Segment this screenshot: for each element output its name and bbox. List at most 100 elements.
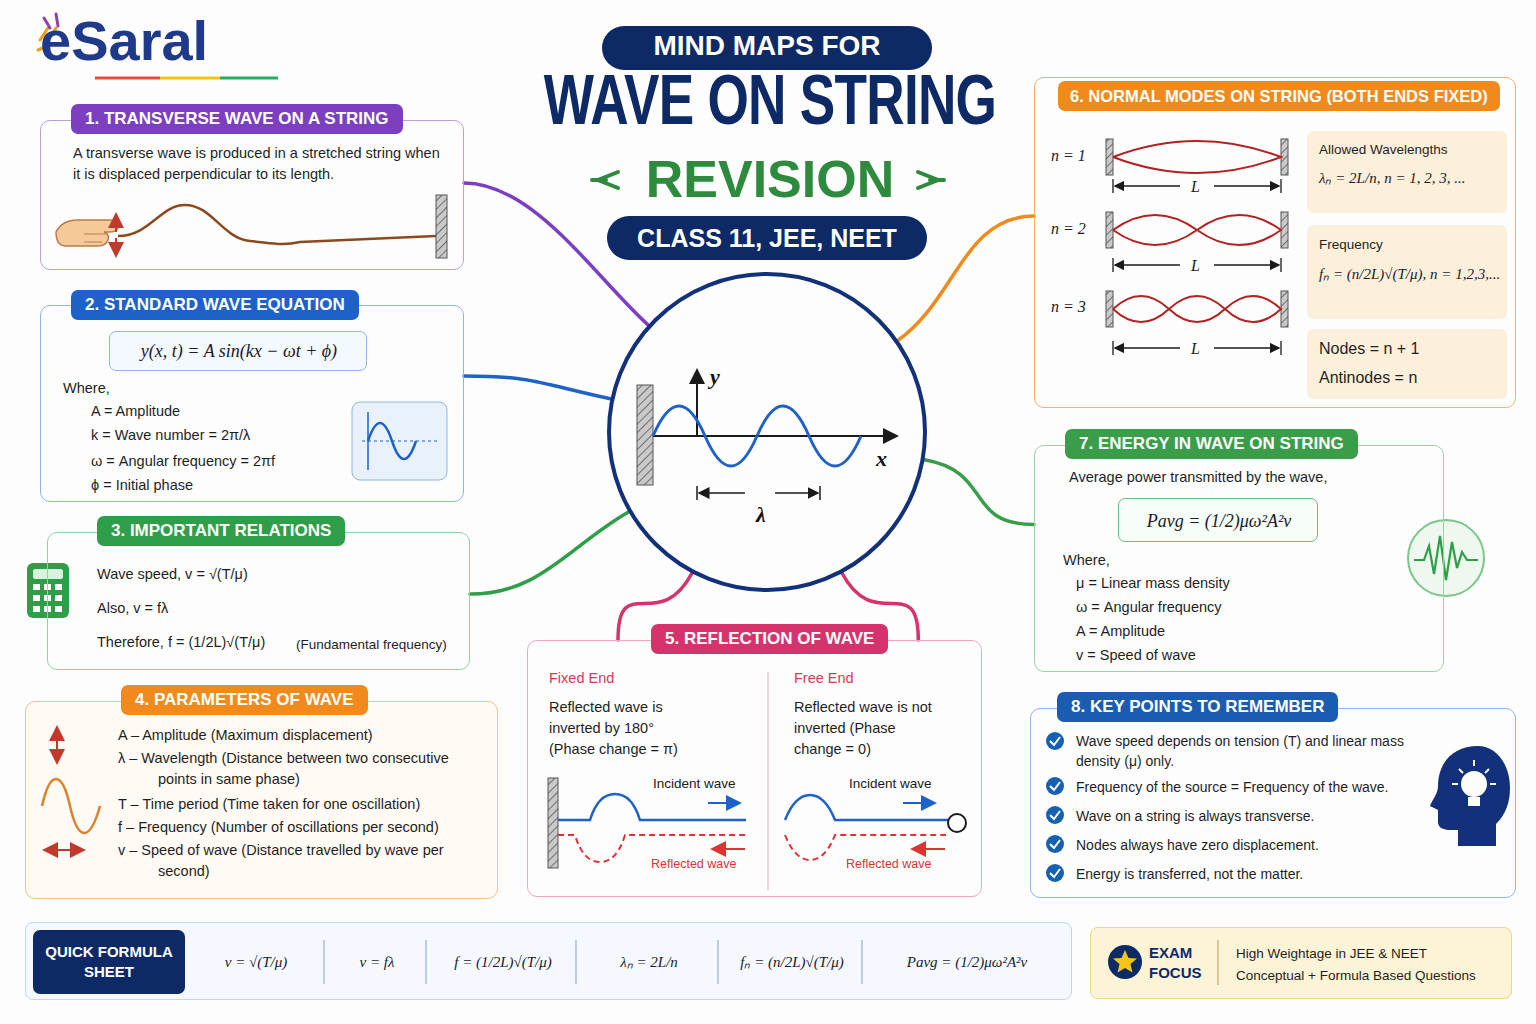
check-marks <box>1046 732 1064 750</box>
formula-bar-fill <box>425 940 426 984</box>
section-box: 4. PARAMETERS OF WAVEA – Amplitude (Maxi… <box>25 701 498 899</box>
central-wave <box>775 492 818 494</box>
definition: ϕ = Initial phase <box>91 475 346 496</box>
branch-connector <box>464 376 610 399</box>
standing-waves <box>1112 341 1113 355</box>
standing-waves <box>1106 139 1113 175</box>
standing-waves <box>1113 141 1281 322</box>
check-marks <box>1050 840 1060 848</box>
note: (Fundamental frequency) <box>296 634 466 655</box>
wave-label: Incident wave <box>653 776 736 791</box>
parameter-icons <box>42 779 100 833</box>
info-box: Allowed Wavelengths λₙ = 2L/n, n = 1, 2, … <box>1307 131 1507 213</box>
standing-waves <box>1113 141 1281 173</box>
formula-bar-fill <box>575 940 576 984</box>
formula-bar-fill <box>25 922 1072 1000</box>
logo-decoration <box>160 77 220 80</box>
reflection-figures <box>903 802 935 804</box>
formula: y(x, t) = A sin(kx − ωt + ϕ) <box>110 340 368 362</box>
equation-box: Pavg = (1/2)μω²A²v <box>1118 498 1318 542</box>
calculator-icon <box>33 569 63 579</box>
key-point: Frequency of the source = Frequency of t… <box>1076 777 1436 797</box>
info-line: Antinodes = n <box>1319 367 1499 388</box>
standing-waves <box>1214 185 1279 186</box>
definition: A = Amplitude <box>1076 621 1376 642</box>
pulse-icon <box>1408 520 1484 596</box>
parameter-icons <box>44 849 63 851</box>
wave-label: Incident wave <box>849 776 932 791</box>
standing-waves <box>1280 341 1281 355</box>
calculator-icon <box>55 595 62 601</box>
body-text: Reflected wave is not inverted (Phase ch… <box>794 697 944 760</box>
standing-waves <box>1106 139 1288 355</box>
formula: λₙ = 2L/n <box>581 951 717 973</box>
section-box: 5. REFLECTION OF WAVEFixed EndReflected … <box>527 640 982 897</box>
wave-label: Reflected wave <box>651 857 736 871</box>
formula: v = √(T/μ) <box>191 951 321 973</box>
parameter-icons <box>56 745 58 763</box>
body-text: Where, <box>63 378 143 399</box>
standing-waves <box>1106 139 1288 327</box>
hand-icon <box>84 234 106 242</box>
formula: λₙ = 2L/n, n = 1, 2, 3, ... <box>1319 167 1504 189</box>
subtitle: REVISION <box>620 150 920 208</box>
calculator-icon <box>33 595 40 601</box>
calculator-icon <box>33 584 40 590</box>
standing-waves <box>1113 179 1281 355</box>
logo-decoration <box>95 77 160 80</box>
parameter-row: f – Frequency (Number of oscillations pe… <box>118 817 490 838</box>
standing-waves <box>1112 258 1113 272</box>
reflection-figures <box>767 672 769 890</box>
hand-icon <box>115 214 117 232</box>
formula-line: Therefore, f = (1/2L)√(T/μ) <box>97 632 293 653</box>
idea-head-icon <box>1490 783 1496 785</box>
section-heading: 3. IMPORTANT RELATIONS <box>97 516 345 546</box>
formula: v = fλ <box>329 951 425 973</box>
standing-waves <box>1214 347 1279 348</box>
brand-logo: eSaral <box>40 10 208 72</box>
section-heading: 5. REFLECTION OF WAVE <box>651 624 888 654</box>
standing-waves <box>1115 264 1180 265</box>
check-marks <box>1046 806 1064 824</box>
pill-text: CLASS 11, JEE, NEET <box>607 222 927 254</box>
mode-label: n = 3 <box>1051 298 1086 316</box>
idea-head-icon <box>1468 797 1480 806</box>
definition: μ = Linear mass density <box>1076 573 1376 594</box>
central-circle: yxλ <box>607 272 927 592</box>
body-text: A transverse wave is produced in a stret… <box>73 143 448 185</box>
formula: f = (1/2L)√(T/μ) <box>431 951 575 973</box>
column-heading: Free End <box>794 670 854 686</box>
parameter-row: A – Amplitude (Maximum displacement) <box>118 725 490 746</box>
logo-decoration <box>220 77 278 80</box>
main-title: WAVE ON STRING <box>504 62 1036 138</box>
parameter-icons <box>42 727 100 850</box>
idea-head-icon <box>1485 769 1489 773</box>
central-wave <box>699 492 745 494</box>
string-wave <box>118 195 447 258</box>
parameter-icons <box>56 727 58 745</box>
section-box: 8. KEY POINTS TO REMEMBERWave speed depe… <box>1030 708 1516 898</box>
reflection-figures <box>712 848 745 850</box>
branch-connector <box>925 460 1034 525</box>
section-box: 3. IMPORTANT RELATIONSWave speed, v = √(… <box>47 532 470 670</box>
reflection-figures <box>708 802 740 804</box>
definition: ω = Angular frequency = 2πf <box>91 451 346 472</box>
string-wave <box>118 205 436 244</box>
focus-line: High Weightage in JEE & NEET <box>1236 943 1508 964</box>
reflection-figures <box>558 794 746 820</box>
dimension-label: λ <box>756 502 766 528</box>
pill-text: MIND MAPS FOR <box>602 30 932 62</box>
standing-waves <box>1280 258 1281 272</box>
info-heading: Allowed Wavelengths <box>1319 139 1499 160</box>
hand-icon <box>115 238 117 256</box>
standing-waves <box>1280 179 1281 193</box>
key-point: Energy is transferred, not the matter. <box>1076 864 1431 884</box>
bar-title: QUICK FORMULA SHEET <box>33 942 185 982</box>
definition: k = Wave number = 2π/λ <box>91 425 346 446</box>
section-box: 1. TRANSVERSE WAVE ON A STRINGA transver… <box>40 120 464 270</box>
central-wave <box>637 370 897 500</box>
calculator-icon <box>27 563 69 618</box>
string-wave <box>436 195 447 258</box>
check-marks <box>1050 869 1060 877</box>
mode-label: n = 1 <box>1051 147 1086 165</box>
